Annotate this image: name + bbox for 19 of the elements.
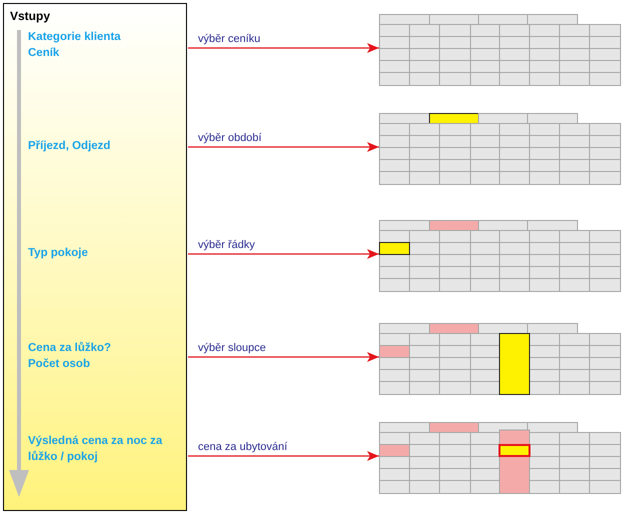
arrow <box>188 43 379 53</box>
edge-label: výběr období <box>197 132 263 145</box>
input-label: Ceník <box>28 46 60 61</box>
input-label: Výsledná cena za noc za lůžko / pokoj <box>28 434 164 465</box>
arrow <box>188 142 379 152</box>
edge-label: cena za ubytování <box>197 441 288 454</box>
input-label: Příjezd, Odjezd <box>28 139 112 154</box>
edge-label: výběr řádky <box>197 239 256 252</box>
arrow <box>188 352 379 362</box>
input-label: Počet osob <box>28 357 91 372</box>
panel-title: Vstupy <box>10 8 50 25</box>
input-label: Cena za lůžko? <box>28 340 112 356</box>
edge-label: výběr sloupce <box>197 342 267 355</box>
arrow <box>188 451 379 461</box>
input-label: Kategorie klienta <box>28 30 122 45</box>
arrow <box>188 249 379 259</box>
edge-label: výběr ceníku <box>197 33 262 46</box>
input-label: Typ pokoje <box>28 246 89 261</box>
inputs-panel <box>3 3 187 511</box>
